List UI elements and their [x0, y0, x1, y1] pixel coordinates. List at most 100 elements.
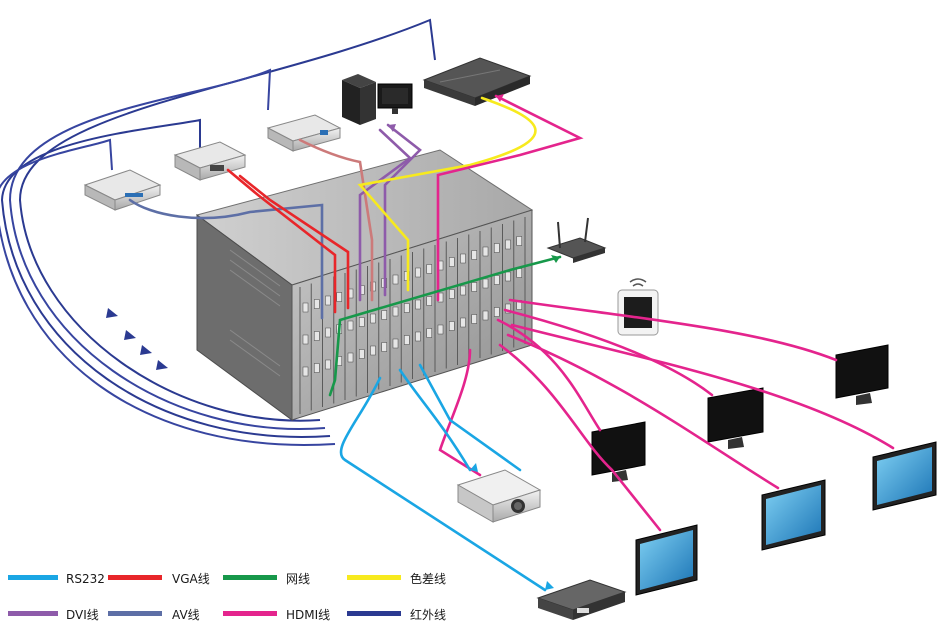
projector: [456, 469, 542, 523]
card-port: [426, 296, 432, 306]
legend-label-ir: 红外线: [410, 608, 447, 622]
card-port: [370, 313, 376, 324]
card-port: [415, 299, 421, 310]
wireless-router: [546, 217, 607, 263]
card-port: [381, 342, 387, 352]
card-port: [460, 317, 466, 328]
cables: [128, 94, 895, 592]
legend-swatch-rs232: [8, 575, 58, 580]
arrow-router: [551, 255, 560, 263]
rs232-to-sequencer: [339, 376, 547, 592]
arrow-pc: [388, 124, 396, 132]
card-port: [302, 334, 309, 345]
recorder-vga-cable-2: [238, 174, 350, 310]
card-port: [404, 303, 410, 313]
legend-swatch-av: [108, 611, 162, 616]
legend-label-dvi: DVI线: [66, 608, 99, 622]
ir-cables: [0, 18, 436, 446]
legend-swatch-net: [223, 575, 277, 580]
power-sequencer: [536, 579, 627, 620]
dvd-player: [83, 169, 162, 211]
card-port: [449, 321, 455, 331]
pc-dvi-cable-2: [358, 128, 413, 302]
card-port: [494, 307, 500, 317]
card-port: [381, 310, 387, 320]
touch-panel-display-middle: [761, 479, 826, 551]
conference-ypbpr-cable: [357, 96, 537, 292]
card-port: [516, 236, 522, 246]
card-port: [482, 278, 489, 289]
stb-av-cable: [298, 138, 374, 302]
hdmi-to-monitor-c: [508, 298, 838, 362]
card-port: [471, 250, 477, 260]
display-monitor-b: [707, 387, 764, 449]
card-port: [325, 295, 331, 306]
card-port: [494, 275, 500, 285]
legend-swatch-dvi: [8, 611, 58, 616]
computer-workstation: [342, 74, 413, 125]
card-port: [460, 253, 466, 264]
card-port: [347, 352, 354, 363]
card-port: [302, 302, 309, 313]
legend-swatch-ypbpr: [347, 575, 401, 580]
card-port: [471, 282, 477, 292]
card-port: [494, 243, 500, 253]
card-port: [325, 359, 331, 370]
card-port: [460, 285, 466, 296]
card-port: [449, 257, 455, 267]
card-port: [426, 264, 432, 274]
conference-hdmi-cable: [436, 94, 584, 302]
arrow-projector: [470, 463, 478, 472]
card-port: [426, 328, 432, 338]
touch-panel-display-right: [872, 441, 937, 511]
card-port: [482, 310, 489, 321]
card-port: [437, 324, 444, 335]
card-port: [392, 338, 399, 349]
video-conference-terminal: [422, 57, 532, 106]
card-port: [415, 331, 421, 342]
card-port: [404, 335, 410, 345]
hdmi-to-projector: [438, 348, 482, 477]
legend-label-vga: VGA线: [172, 572, 210, 586]
legend-label-av: AV线: [172, 608, 200, 622]
arrow-conference: [496, 94, 504, 102]
card-port: [392, 274, 399, 285]
card-port: [314, 331, 320, 341]
matrix-chassis: [195, 149, 534, 421]
hdmi-to-monitor-a: [496, 318, 602, 432]
hard-disk-recorder: [173, 141, 247, 181]
card-port: [415, 267, 421, 278]
card-port: [359, 317, 365, 327]
card-port: [392, 306, 399, 317]
rs232-to-projector: [398, 368, 472, 472]
card-port: [314, 363, 320, 373]
card-port: [471, 314, 477, 324]
card-port: [314, 299, 320, 309]
card-port: [505, 303, 511, 314]
legend-label-rs232: RS232: [66, 572, 105, 586]
recorder-vga-cable: [226, 168, 337, 314]
arrow-sequencer: [545, 581, 554, 590]
legend-swatch-vga: [108, 575, 162, 580]
rs232-aux: [418, 363, 522, 472]
tablet-ipad: [617, 278, 659, 336]
card-port: [505, 239, 511, 250]
ir-arrowheads: [106, 308, 168, 370]
card-port: [302, 366, 309, 377]
legend-label-net: 网线: [286, 572, 311, 586]
hdmi-to-touch-left: [498, 343, 662, 532]
dvd-av-cable: [128, 198, 324, 320]
display-monitor-c: [835, 344, 889, 405]
card-port: [336, 292, 342, 302]
tv-set-top-box: [266, 114, 342, 152]
legend-swatch-hdmi: [223, 611, 277, 616]
hdmi-to-touch-right: [510, 323, 895, 450]
card-port: [325, 327, 331, 338]
card-port: [505, 271, 511, 282]
touch-panel-display-left: [635, 524, 698, 596]
legend-label-hdmi: HDMI线: [286, 608, 331, 622]
card-port: [482, 246, 489, 257]
router-net-cable: [328, 255, 562, 397]
